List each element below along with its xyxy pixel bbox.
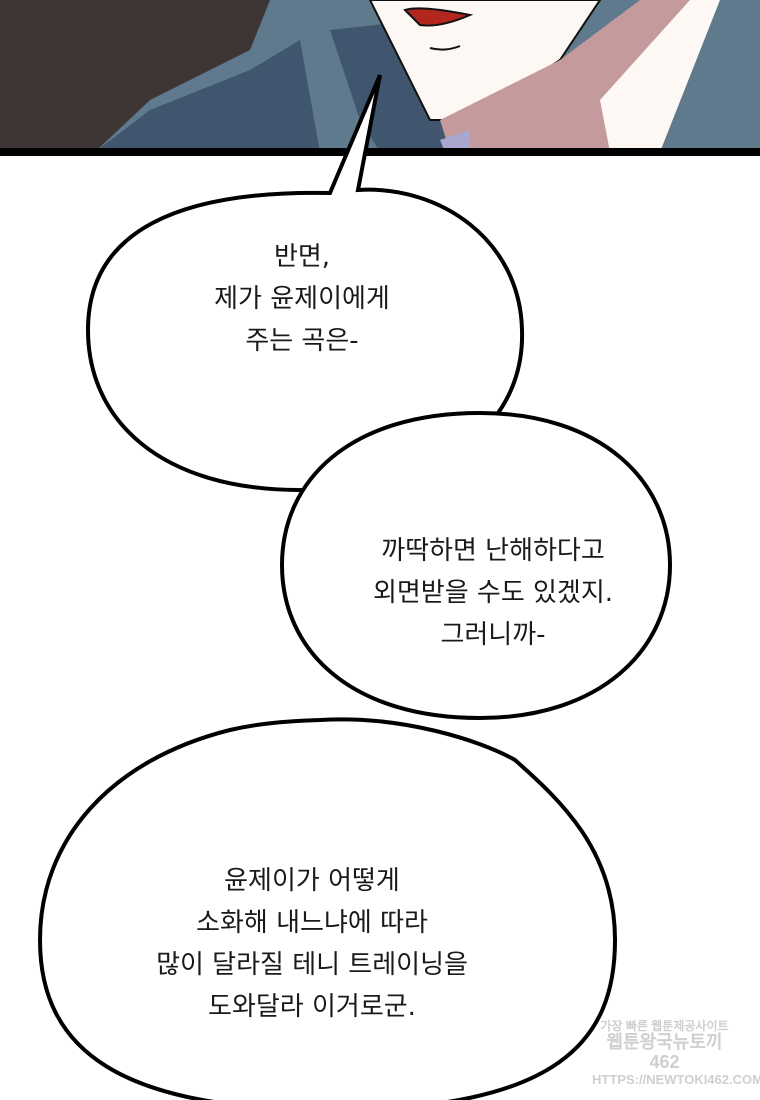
dialogue-line: 외면받을 수도 있겠지. [372,578,614,608]
speech-bubble-3 [37,717,618,1100]
dialogue-line: 주는 곡은- [245,326,359,356]
speech-bubble-2 [279,410,673,721]
bubble-3-text: 윤제이가 어떻게 소화해 내느냐에 따라 많이 달라질 테니 트레이닝을 도와달… [156,860,468,1028]
watermark-site-name: 웹툰왕국뉴토끼462 [606,1032,723,1072]
watermark: 가장 빠른 웹툰제공사이트 웹툰왕국뉴토끼462 HTTPS://NEWTOKI… [592,1019,760,1087]
dialogue-line: 많이 달라질 테니 트레이닝을 [156,950,468,980]
dialogue-line: 그러니까- [440,620,546,650]
dialogue-line: 윤제이가 어떻게 [224,866,400,896]
dialogue-line: 도와달라 이거로군. [208,992,416,1022]
dialogue-line: 소화해 내느냐에 따라 [196,908,428,938]
dialogue-line: 반면, [273,242,331,272]
bubble-2-text: 까딱하면 난해하다고 외면받을 수도 있겠지. 그러니까- [373,530,613,656]
top-panel-illustration [0,0,760,156]
watermark-url: HTTPS://NEWTOKI462.COM [592,1071,760,1087]
watermark-tagline: 가장 빠른 웹툰제공사이트 [600,1019,729,1033]
speech-bubble-1 [85,74,525,493]
bubble-1-text: 반면, 제가 윤제이에게 주는 곡은- [214,236,390,362]
dialogue-line: 까딱하면 난해하다고 [381,536,605,566]
dialogue-line: 제가 윤제이에게 [214,284,390,314]
